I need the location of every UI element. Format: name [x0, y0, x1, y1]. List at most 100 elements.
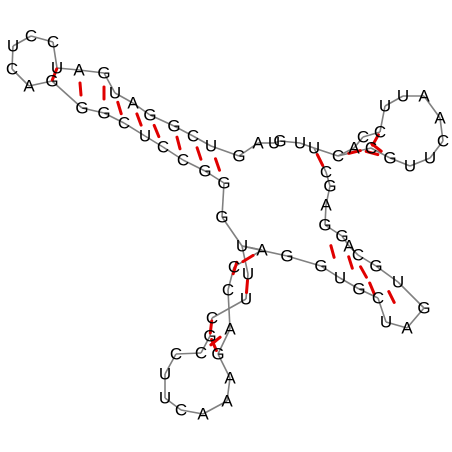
backbone-segment	[273, 140, 281, 144]
nucleotide-c: C	[372, 289, 384, 308]
backbone-segment	[375, 265, 399, 283]
nucleotide-u: U	[392, 273, 404, 292]
nucleotide-c: C	[320, 163, 332, 182]
base-pair-bond	[214, 157, 221, 172]
backbone-segment	[202, 400, 228, 415]
nucleotide-g: G	[215, 208, 228, 227]
nucleotide-c: C	[437, 132, 449, 151]
backbone-segment	[123, 122, 146, 137]
backbone-segment	[164, 353, 177, 375]
nucleotide-u: U	[379, 97, 391, 116]
nucleotide-u: U	[404, 157, 416, 176]
backbone-segment	[325, 185, 331, 206]
backbone-segment	[217, 353, 231, 379]
nucleotide-c: C	[157, 138, 169, 157]
backbone-segment	[180, 409, 204, 415]
nucleotide-c: C	[170, 345, 182, 364]
base-pair-bond	[387, 290, 396, 304]
backbone-segment	[325, 171, 331, 187]
backbone-segment	[149, 114, 175, 127]
base-pair-bond	[50, 67, 59, 82]
nucleotide-g: G	[273, 132, 286, 151]
nucleotide-g: G	[335, 227, 348, 246]
nucleotide-g: G	[198, 162, 211, 181]
nucleotide-c: C	[175, 401, 187, 420]
backbone-segment	[313, 147, 339, 157]
nucleotide-u: U	[334, 269, 346, 288]
nucleotide-g: G	[323, 177, 336, 196]
base-pair-layer	[50, 67, 396, 352]
backbone-segment	[28, 80, 53, 87]
nucleotide-g: G	[75, 99, 88, 118]
backbone-segment	[11, 45, 14, 70]
backbone-segment	[379, 105, 386, 133]
nucleotide-c: C	[195, 344, 207, 363]
nucleotide-g: G	[417, 299, 430, 318]
nucleotide-a: A	[197, 405, 209, 424]
base-pair-bond	[78, 81, 83, 97]
backbone-segment	[103, 112, 125, 124]
nucleotide-u: U	[139, 127, 151, 146]
nucleotide-c: C	[357, 128, 369, 147]
nucleotide-u: U	[51, 59, 63, 78]
backbone-segment	[221, 182, 225, 218]
base-pair-bond	[208, 319, 214, 335]
nucleotide-g: G	[314, 257, 327, 276]
nucleotide-u: U	[7, 37, 19, 56]
nucleotide-c: C	[222, 281, 234, 300]
nucleotide-u: U	[397, 87, 409, 106]
backbone-segment	[192, 135, 212, 147]
nucleotide-u: U	[109, 84, 121, 103]
backbone-segment	[439, 117, 444, 142]
base-pair-bond	[152, 123, 161, 139]
backbone-segment	[324, 224, 343, 237]
nucleotide-a: A	[348, 139, 360, 158]
backbone-segment	[132, 102, 151, 116]
backbone-segment	[78, 69, 105, 74]
backbone-segment	[56, 67, 80, 71]
backbone-segment	[103, 72, 116, 94]
nucleotide-a: A	[73, 61, 85, 80]
backbone-segment	[114, 92, 134, 104]
nucleotide-a: A	[221, 392, 233, 411]
backbone-segment	[358, 288, 379, 299]
backbone-segment	[162, 146, 184, 161]
backbone-segment	[182, 159, 206, 172]
backbone-segment	[30, 35, 54, 43]
nucleotide-a: A	[23, 77, 35, 96]
nucleotide-u: U	[242, 265, 254, 284]
nucleotide-g: G	[97, 64, 110, 83]
nucleotide-g: G	[352, 280, 365, 299]
nucleotide-u: U	[159, 389, 171, 408]
nucleotide-g: G	[211, 345, 224, 364]
nucleotide-c: C	[47, 33, 59, 52]
base-pair-bond	[329, 244, 336, 259]
backbone-segment	[385, 321, 408, 329]
backbone-layer	[11, 35, 444, 415]
backbone-segment	[409, 157, 431, 167]
nucleotide-g: G	[97, 104, 110, 123]
base-pair-bond	[368, 281, 376, 296]
backbone-segment	[339, 277, 360, 290]
backbone-segment	[362, 131, 381, 138]
nucleotide-g: G	[383, 149, 396, 168]
backbone-segment	[12, 35, 32, 47]
backbone-segment	[423, 95, 441, 119]
nucleotide-u: U	[159, 365, 171, 384]
nucleotide-g: G	[45, 72, 58, 91]
nucleotide-g: G	[143, 106, 156, 125]
nucleotide-a: A	[434, 109, 446, 128]
nucleotide-g: G	[203, 327, 216, 346]
nucleotide-u: U	[240, 290, 252, 309]
base-pair-bond	[359, 265, 368, 279]
base-pair-bond	[347, 255, 354, 270]
nucleotide-u: U	[424, 149, 436, 168]
backbone-segment	[299, 142, 315, 149]
backbone-segment	[51, 80, 83, 109]
nucleotide-g: G	[280, 247, 293, 266]
backbone-segment	[406, 307, 425, 329]
nucleotide-c: C	[352, 246, 364, 265]
